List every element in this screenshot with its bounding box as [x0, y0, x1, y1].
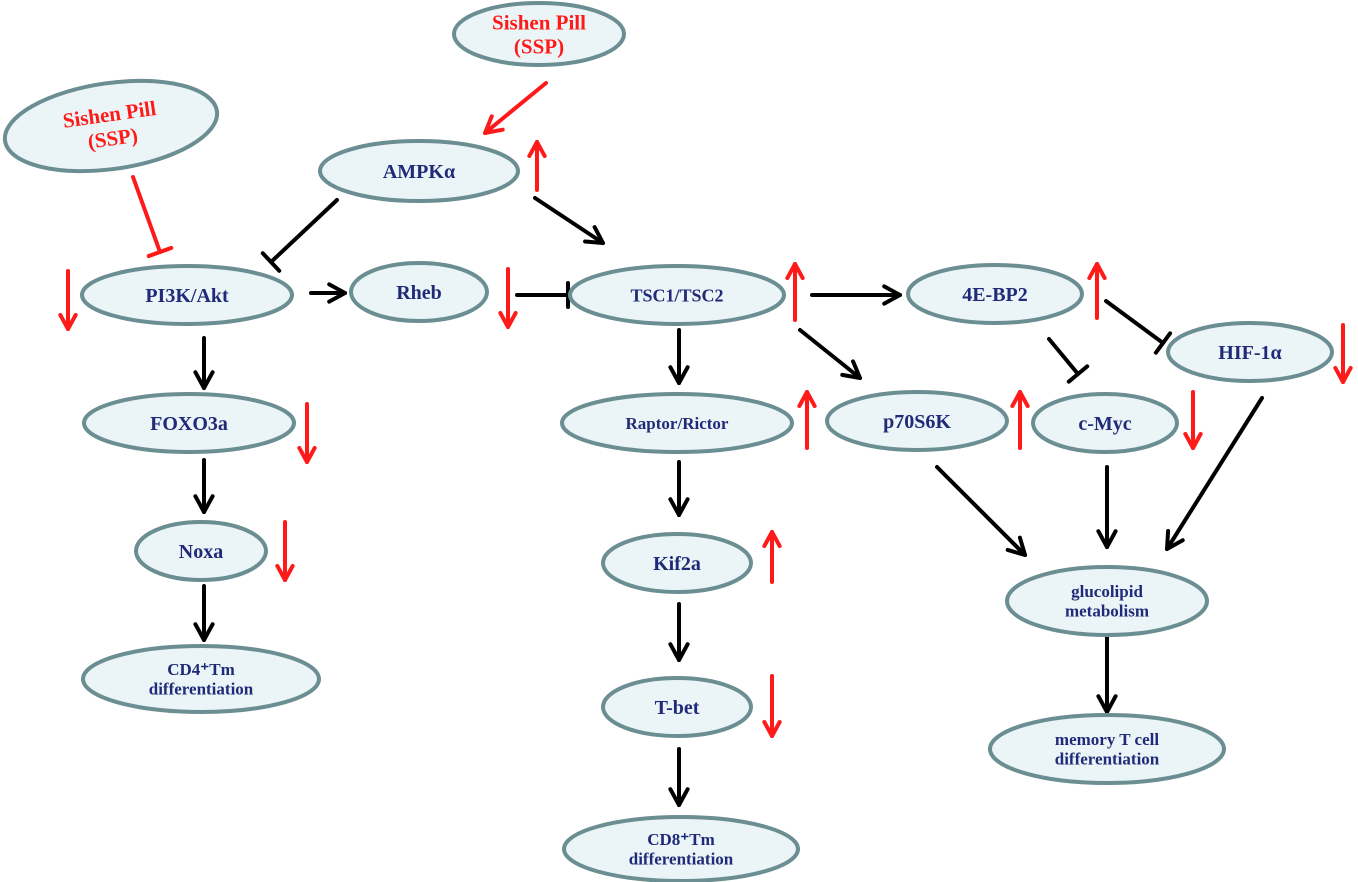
node-raptor-label-0: Raptor/Rictor [626, 414, 729, 433]
edge-noxa-activate-cd4 [193, 584, 215, 642]
edge-glu-activate-mem [1096, 635, 1118, 714]
node-foxo-label-0: FOXO3a [150, 413, 228, 435]
node-ampk-shape [318, 139, 520, 203]
up-arrow-icon-raptor [797, 390, 817, 450]
node-ssp-top-label-0: Sishen Pill [492, 10, 586, 34]
node-cmyc-shape [1031, 392, 1179, 454]
node-cd8-shape [562, 815, 800, 882]
edge-ssp-left-inhibit-pi3k [131, 175, 174, 259]
node-p70-label-0: p70S6K [883, 411, 951, 433]
node-cd8-label-1: differentiation [629, 850, 734, 869]
node-kif: Kif2a [601, 532, 753, 594]
node-pi3k-label-0: PI3K/Akt [145, 285, 229, 307]
edge-tsc-activate-4ebp2 [810, 284, 902, 306]
node-glu-label-0: glucolipid [1071, 582, 1143, 601]
edge-pi3k-activate-rheb [309, 282, 347, 304]
edge-4ebp2-inhibit-cmyc [1047, 337, 1090, 384]
down-arrow-icon-cmyc [1183, 390, 1203, 450]
edge-ampk-activate-tsc [533, 196, 605, 245]
node-kif-label-0: Kif2a [653, 553, 701, 575]
edge-4ebp2-inhibit-hif [1104, 299, 1173, 355]
down-arrow-icon-noxa [275, 520, 295, 582]
node-ampk: AMPKα [318, 139, 520, 203]
down-arrow-icon-pi3k [58, 269, 78, 331]
up-arrow-icon-ampk [527, 140, 547, 192]
up-arrow-icon-4ebp2 [1087, 262, 1107, 320]
indicators-layer [58, 140, 1353, 738]
node-p70-shape [825, 390, 1009, 452]
edge-ampk-inhibit-pi3k [260, 198, 339, 273]
node-foxo: FOXO3a [82, 392, 296, 454]
node-tsc-label-0: TSC1/TSC2 [630, 285, 723, 305]
edges-layer [131, 81, 1264, 807]
up-arrow-icon-tsc [785, 262, 805, 322]
node-mem-label-1: differentiation [1055, 750, 1160, 769]
node-ssp-left: Sishen Pill(SSP) [2, 78, 220, 174]
down-arrow-icon-rheb [498, 267, 518, 329]
node-noxa-shape [134, 520, 268, 582]
node-pi3k: PI3K/Akt [80, 264, 294, 326]
node-foxo-shape [82, 392, 296, 454]
edge-kif-activate-tbet [668, 602, 690, 662]
node-rheb: Rheb [349, 261, 489, 323]
node-ssp-top-label-1: (SSP) [514, 34, 564, 58]
node-ampk-label-0: AMPKα [383, 161, 455, 183]
node-cmyc-label-0: c-Myc [1078, 413, 1131, 435]
down-arrow-icon-foxo [297, 402, 317, 464]
node-pi3k-shape [80, 264, 294, 326]
nodes-layer: Sishen Pill(SSP)Sishen Pill(SSP)AMPKαPI3… [2, 1, 1334, 882]
node-glu-shape [1005, 565, 1209, 637]
edge-ssp-top-activate-ampk [483, 81, 548, 135]
node-cmyc: c-Myc [1031, 392, 1179, 454]
node-kif-shape [601, 532, 753, 594]
edge-tsc-activate-raptor [668, 328, 690, 385]
node-noxa: Noxa [134, 520, 268, 582]
edge-foxo-activate-noxa [193, 458, 215, 514]
up-arrow-icon-kif [762, 530, 782, 584]
node-glu-label-1: metabolism [1065, 602, 1149, 621]
node-tbet-label-0: T-bet [655, 697, 700, 719]
node-cd4-label-1: differentiation [149, 680, 254, 699]
node-tbet: T-bet [601, 676, 753, 738]
node-p70: p70S6K [825, 390, 1009, 452]
node-4ebp2-shape [906, 263, 1084, 325]
down-arrow-icon-hif [1333, 323, 1353, 384]
node-rheb-label-0: Rheb [396, 282, 442, 304]
node-4ebp2: 4E-BP2 [906, 263, 1084, 325]
node-ssp-top-shape [452, 1, 626, 67]
up-arrow-icon-p70 [1010, 390, 1030, 450]
edge-tsc-activate-p70 [798, 328, 862, 380]
node-tbet-shape [601, 676, 753, 738]
node-hif-shape [1166, 321, 1334, 383]
node-hif: HIF-1α [1166, 321, 1334, 383]
node-raptor-shape [560, 392, 794, 454]
node-mem-label-0: memory T cell [1055, 730, 1159, 749]
node-rheb-shape [349, 261, 489, 323]
edge-p70-activate-glu [935, 465, 1027, 557]
node-tsc-shape [568, 264, 786, 326]
node-cd8-label-0: CD8⁺Tm [647, 830, 715, 849]
node-hif-label-0: HIF-1α [1218, 342, 1281, 364]
edge-tbet-activate-cd8 [668, 747, 690, 807]
edge-hif-activate-glu [1165, 396, 1264, 551]
node-cd4-label-0: CD4⁺Tm [167, 660, 235, 679]
edge-pi3k-activate-foxo [193, 336, 215, 390]
node-tsc: TSC1/TSC2 [568, 264, 786, 326]
node-4ebp2-label-0: 4E-BP2 [962, 284, 1028, 306]
node-mem-shape [988, 713, 1226, 785]
edge-cmyc-activate-glu [1096, 465, 1118, 549]
down-arrow-icon-tbet [762, 674, 782, 738]
node-ssp-top: Sishen Pill(SSP) [452, 1, 626, 67]
node-noxa-label-0: Noxa [179, 541, 223, 563]
edge-raptor-activate-kif [668, 460, 690, 517]
node-cd4-shape [81, 644, 321, 714]
node-raptor: Raptor/Rictor [560, 392, 794, 454]
edge-rheb-inhibit-tsc [515, 281, 570, 309]
node-ssp-left-shape [2, 78, 220, 174]
